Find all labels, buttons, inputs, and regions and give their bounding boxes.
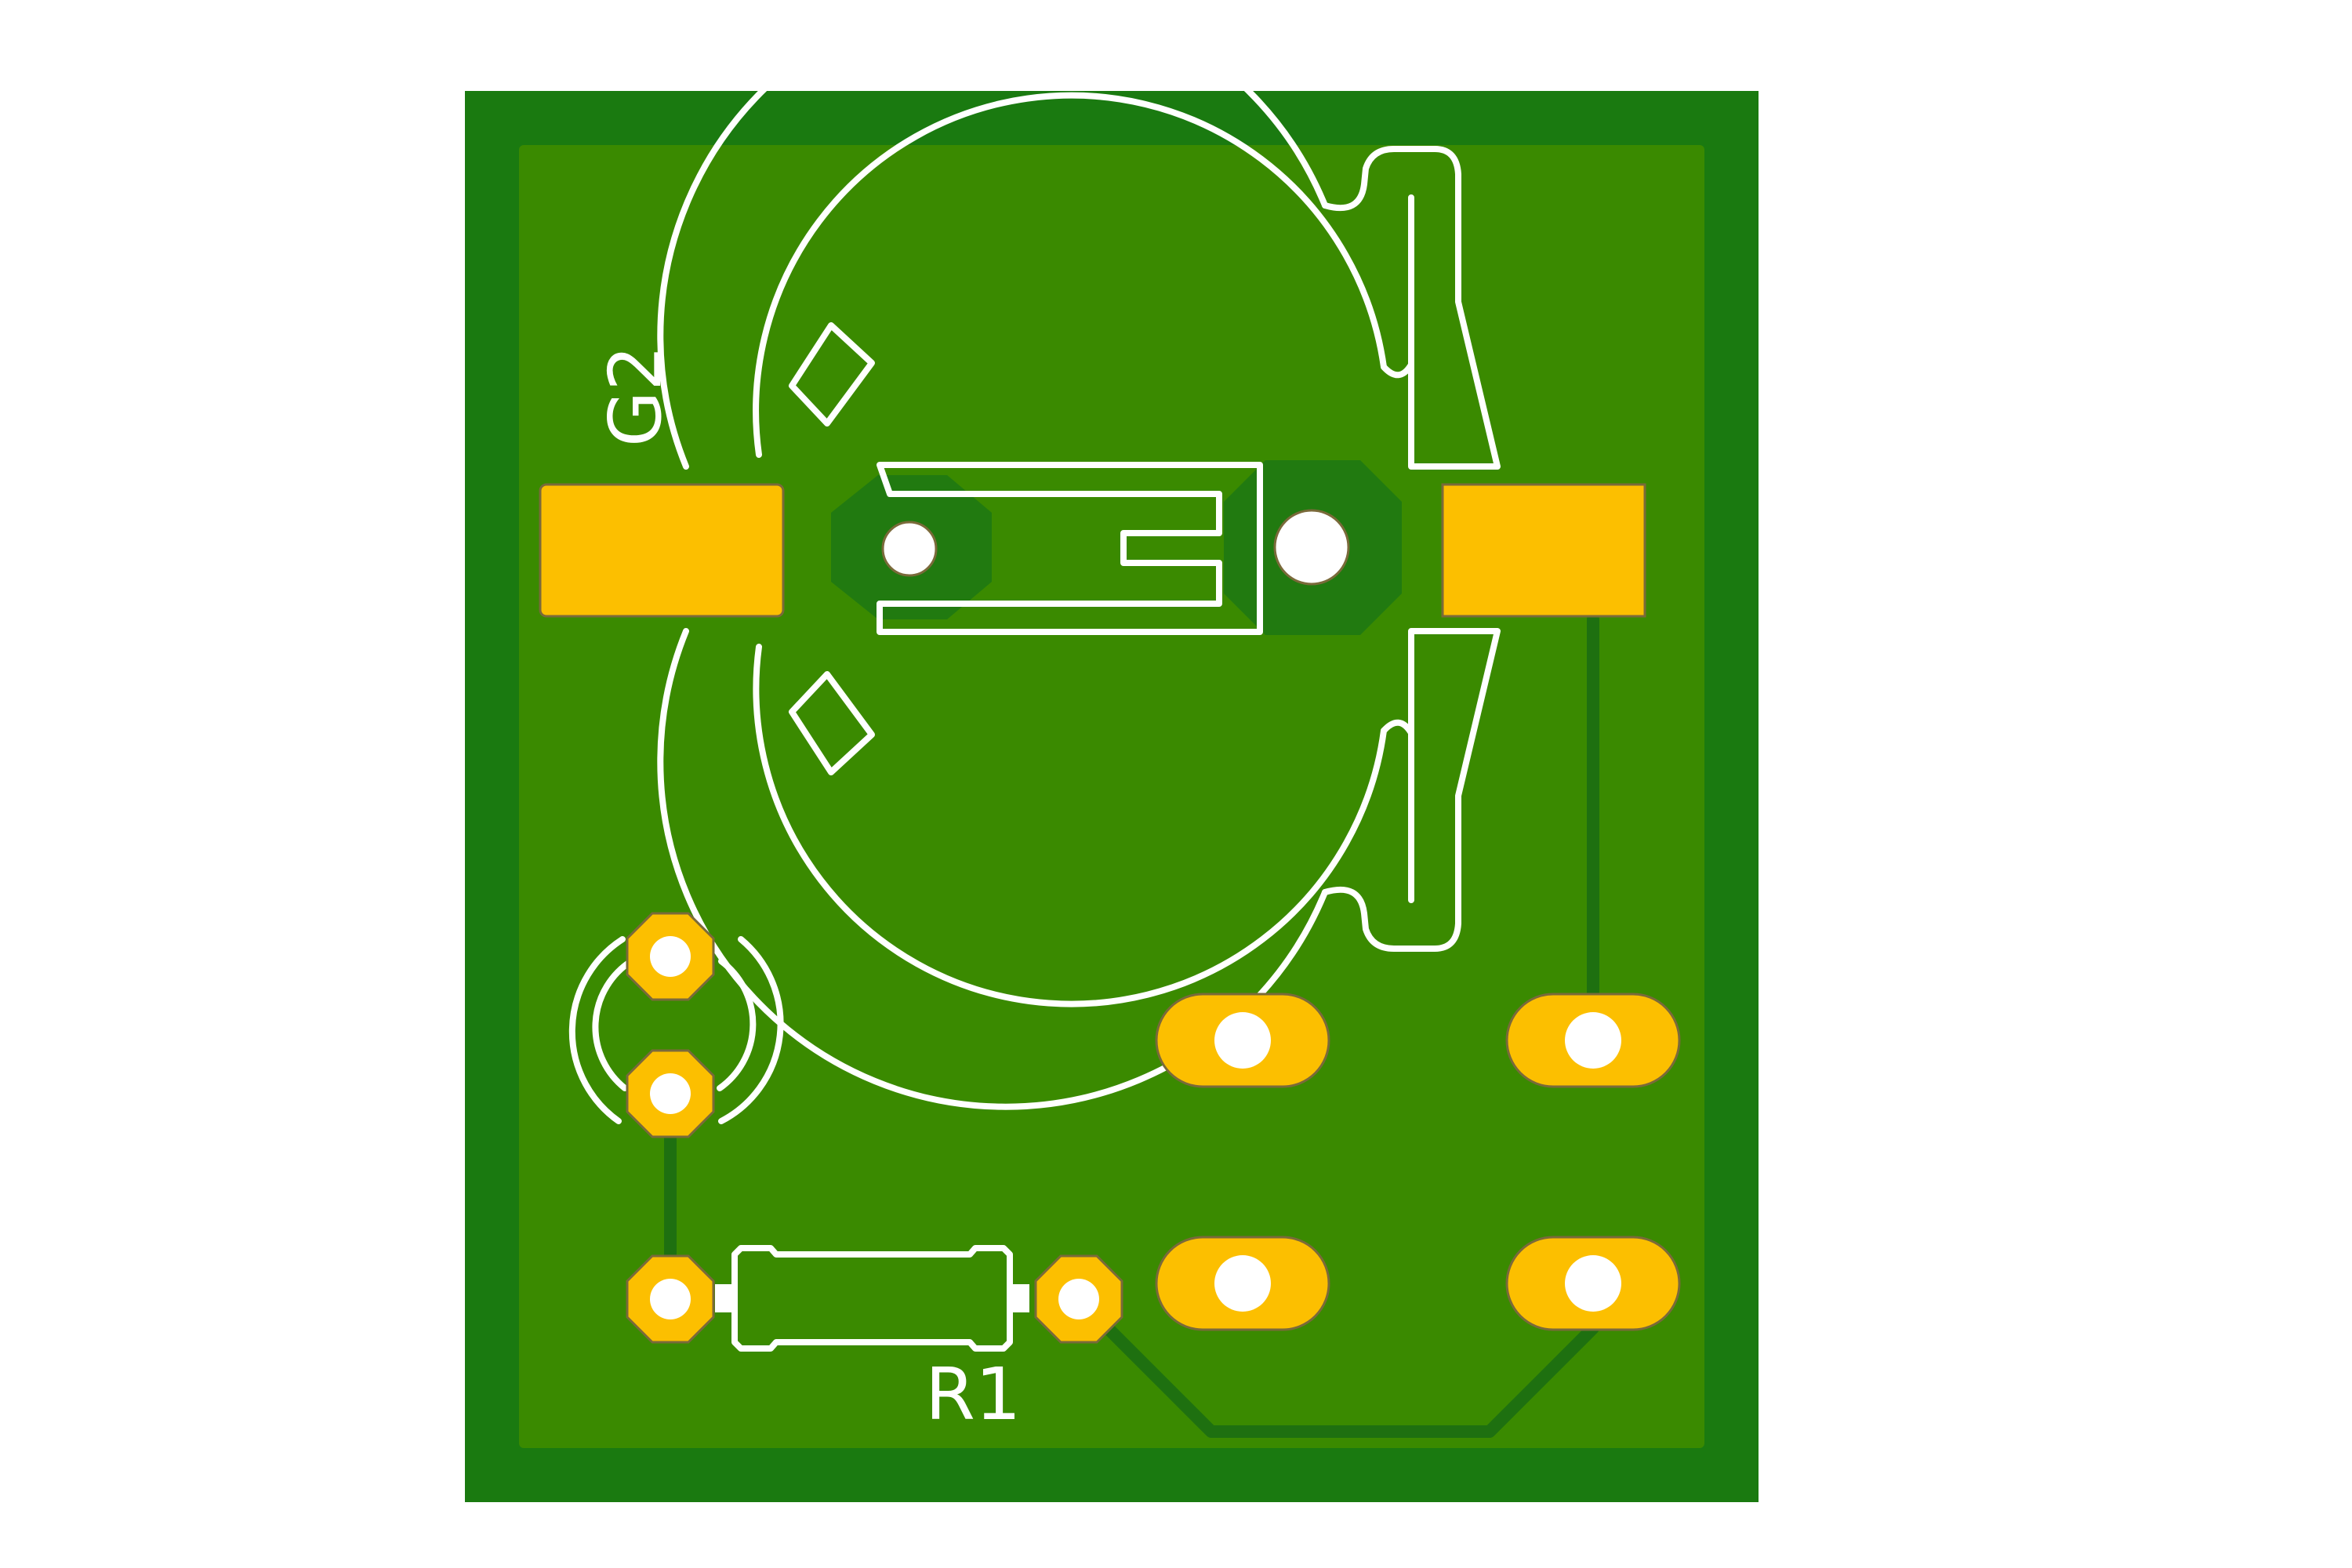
led-inner-arc-right [717, 958, 757, 1091]
switch-hole-top-right [1565, 1012, 1621, 1069]
resistor-lead-right [1010, 1284, 1029, 1312]
battery-pad-plus [1441, 483, 1646, 618]
battery-holder-latch-bottom [1381, 719, 1414, 736]
led-inner-arc-left [592, 958, 634, 1091]
battery-holder-inner-arc-top [753, 92, 1387, 458]
battery-holder-contact-spring [877, 462, 1263, 635]
resistor-hole-left [650, 1279, 691, 1319]
switch-hole-bottom-left [1214, 1255, 1271, 1312]
battery-hole-left [881, 521, 938, 577]
trace-resistor-to-switch [1073, 1293, 1599, 1438]
led-outer-arc-left [568, 936, 626, 1124]
battery-ref-label: G2 [593, 345, 677, 447]
switch-hole-bottom-right [1565, 1255, 1621, 1312]
battery-holder-tab-bottom [789, 671, 875, 775]
resistor-body-outline [731, 1245, 1013, 1352]
battery-holder-latch-top [1381, 361, 1414, 379]
battery-holder-smd-pads [539, 483, 1646, 618]
battery-holder-clip-top [1322, 146, 1501, 470]
resistor-lead-left [715, 1284, 735, 1312]
resistor-silkscreen [731, 1245, 1013, 1352]
battery-holder-tab-top [789, 322, 875, 426]
copper-pour [519, 145, 1704, 1448]
resistor-lead-stubs [715, 1284, 1029, 1312]
battery-holder-inner-arc-bottom [753, 644, 1387, 1007]
switch-pad-holes [1214, 1012, 1621, 1312]
octagon-pad-holes [650, 936, 1099, 1319]
resistor-hole-right [1058, 1279, 1099, 1319]
resistor-ref-label: R1 [925, 1352, 1021, 1436]
battery-holder-holes [881, 509, 1350, 586]
battery-pad-minus [539, 483, 785, 618]
battery-holder-clip-bottom [1322, 628, 1501, 952]
switch-hole-top-left [1214, 1012, 1271, 1069]
battery-holder-outer-arc-top [657, 0, 1328, 470]
led-hole-anode [650, 936, 691, 977]
led-silkscreen [568, 936, 784, 1124]
led-hole-cathode [650, 1073, 691, 1114]
led-outer-arc-right [718, 936, 784, 1124]
battery-hole-right [1273, 509, 1350, 586]
